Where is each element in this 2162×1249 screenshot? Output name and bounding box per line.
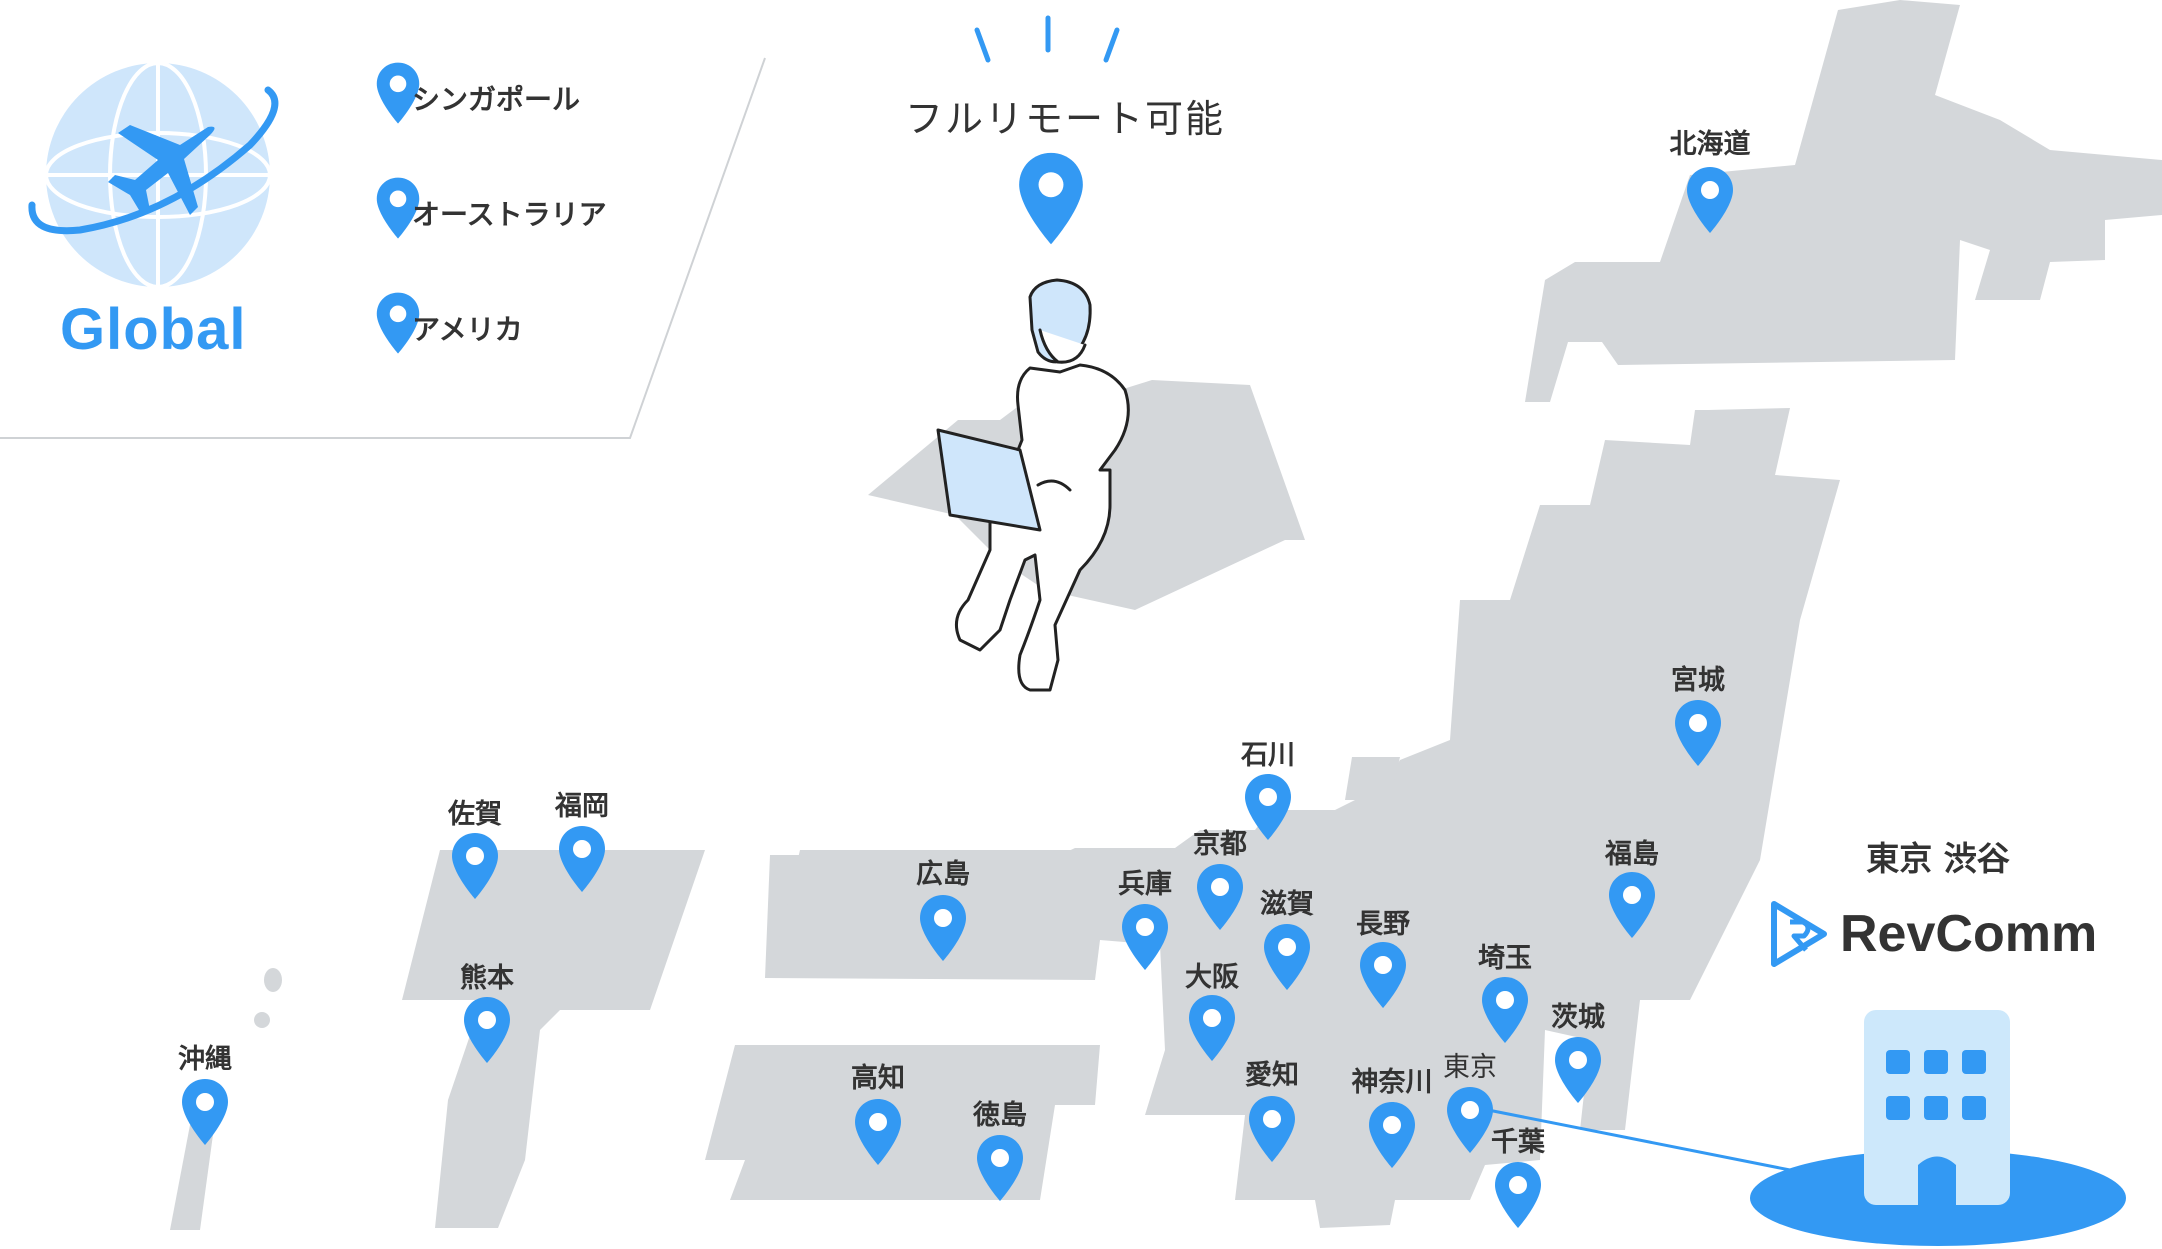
- location-pin-icon: [1479, 975, 1531, 1047]
- prefecture-label: 宮城: [1671, 665, 1725, 696]
- location-pin-icon: [1186, 993, 1238, 1065]
- global-panel-divider: [0, 57, 766, 439]
- headquarters-label: 東京 渋谷: [1866, 839, 2010, 878]
- prefecture-label: 愛知: [1245, 1060, 1299, 1091]
- prefecture-label: 福岡: [555, 791, 609, 822]
- prefecture-label: 石川: [1241, 740, 1295, 771]
- prefecture-label: 福島: [1605, 839, 1659, 870]
- location-pin-icon: [974, 1133, 1026, 1205]
- location-pin-icon: [1357, 940, 1409, 1012]
- location-pin-icon: [1194, 862, 1246, 934]
- prefecture-label: 高知: [851, 1063, 905, 1094]
- prefecture-label: 大阪: [1185, 962, 1239, 993]
- prefecture-label: 埼玉: [1478, 943, 1532, 974]
- okinawa-shape: [170, 968, 282, 1230]
- prefecture-label: 広島: [916, 859, 970, 890]
- location-pin-icon: [1119, 902, 1171, 974]
- location-pin-icon: [449, 831, 501, 903]
- prefecture-label: 長野: [1356, 909, 1410, 940]
- global-location-label: シンガポール: [412, 83, 581, 116]
- prefecture-label: 兵庫: [1118, 869, 1172, 900]
- location-pin-icon: [374, 290, 422, 358]
- location-pin-icon: [1672, 698, 1724, 770]
- remote-work-label: フルリモート可能: [904, 97, 1226, 141]
- prefecture-label: 茨城: [1551, 1002, 1605, 1033]
- building-icon: [1864, 1010, 2010, 1205]
- hq-connector-line: [1477, 1106, 1791, 1172]
- prefecture-label: 徳島: [973, 1100, 1027, 1131]
- location-pin-icon: [461, 995, 513, 1067]
- prefecture-label: 熊本: [460, 963, 514, 994]
- location-pin-icon: [1684, 165, 1736, 237]
- location-pin-icon: [1552, 1035, 1604, 1107]
- prefecture-label: 京都: [1193, 829, 1247, 860]
- location-pin-icon: [179, 1077, 231, 1149]
- person-with-laptop-illustration: [936, 278, 1130, 692]
- location-pin-icon: [1492, 1160, 1544, 1232]
- location-pin-icon: [374, 60, 422, 128]
- prefecture-label: 東京: [1443, 1052, 1497, 1083]
- prefecture-label: 北海道: [1669, 129, 1751, 160]
- remote-pin-icon: [1015, 150, 1087, 250]
- sparkle-icon: [974, 15, 1120, 63]
- location-pin-icon: [1261, 922, 1313, 994]
- location-pin-icon: [1606, 870, 1658, 942]
- hokkaido-shape: [1525, 0, 2162, 402]
- location-pin-icon: [1444, 1085, 1496, 1157]
- location-pin-icon: [1246, 1094, 1298, 1166]
- global-title: Global: [60, 297, 247, 362]
- brand-name: RevComm: [1840, 905, 2098, 963]
- revcomm-logo-icon: [1771, 901, 1827, 967]
- location-pin-icon: [374, 175, 422, 243]
- location-pin-icon: [852, 1097, 904, 1169]
- kyushu-shape: [402, 850, 705, 1228]
- location-pin-icon: [1242, 772, 1294, 844]
- global-location-label: オーストラリア: [412, 198, 607, 231]
- prefecture-label: 沖縄: [178, 1044, 232, 1075]
- location-pin-icon: [1366, 1100, 1418, 1172]
- prefecture-label: 千葉: [1491, 1127, 1545, 1158]
- prefecture-label: 神奈川: [1351, 1067, 1433, 1098]
- location-pin-icon: [556, 824, 608, 896]
- global-location-label: アメリカ: [412, 313, 523, 346]
- globe-airplane-icon: [28, 61, 279, 289]
- prefecture-label: 滋賀: [1260, 889, 1314, 920]
- prefecture-label: 佐賀: [448, 799, 502, 830]
- location-pin-icon: [917, 893, 969, 965]
